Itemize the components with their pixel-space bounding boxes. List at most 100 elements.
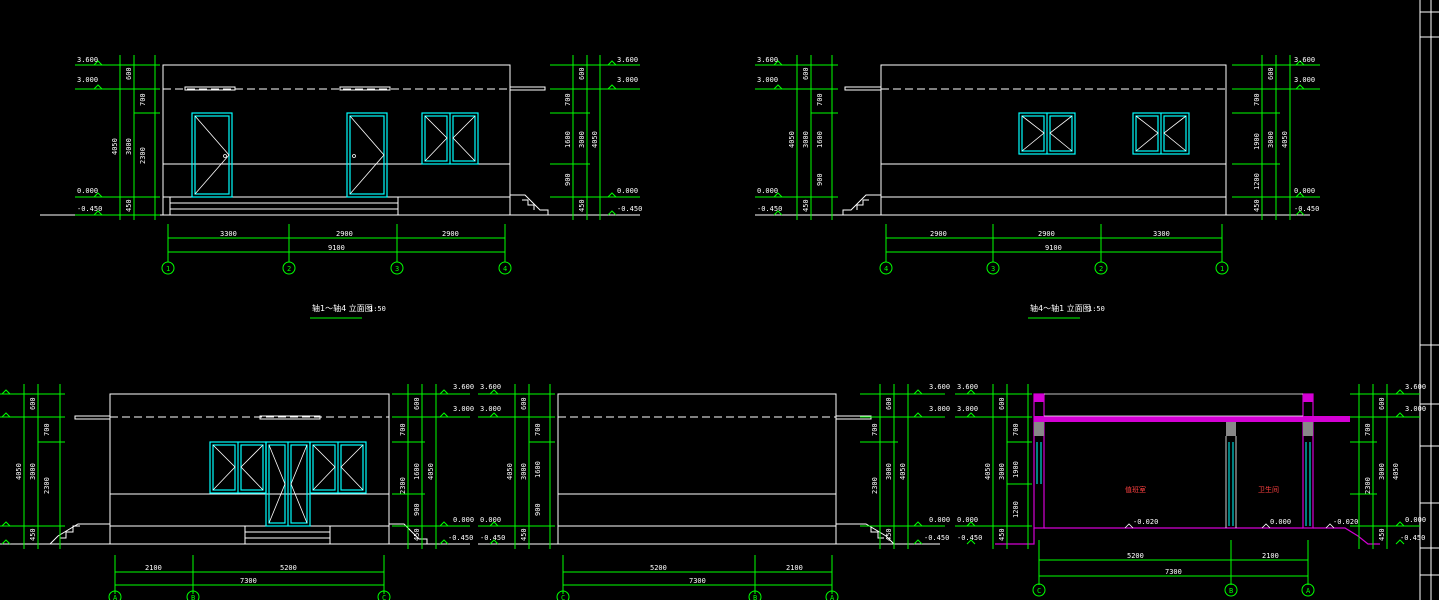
elev1-axis-bubble-1 xyxy=(161,261,175,275)
elev2-span-1: 2900 xyxy=(930,230,947,238)
elev1-dim-floor-r: 3000 xyxy=(578,131,586,148)
section-beam-right xyxy=(1303,422,1313,436)
elev4-axis-label-2: B xyxy=(753,594,757,600)
elev4-level-plinth-left: -0.450 xyxy=(480,534,505,542)
elev4-dim-plinth: 450 xyxy=(520,528,528,541)
elev1-level-top-right: 3.600 xyxy=(617,56,638,64)
elev4-dim-mid: 1600 xyxy=(534,461,542,478)
section-dim-base: 1200 xyxy=(1012,501,1020,518)
elev1-axis-bubble-3 xyxy=(390,261,404,275)
section-dim-parapet: 600 xyxy=(998,397,1006,410)
section-outside-level: -0.020 xyxy=(1333,518,1358,526)
elev3-dim-parapet: 600 xyxy=(29,397,37,410)
section-dim-upper-r: 700 xyxy=(1364,423,1372,436)
elev3-ramp xyxy=(49,523,110,545)
elev1-eave xyxy=(509,86,546,91)
elev2-title: 轴4～轴1 立面图 xyxy=(1030,303,1091,313)
section-floor-level-right: 0.000 xyxy=(1270,518,1291,526)
section-floor-level-left: -0.020 xyxy=(1133,518,1158,526)
elev2-dim-floor-r: 3000 xyxy=(1267,131,1275,148)
elev4-dim-floor-r: 3000 xyxy=(885,463,893,480)
elev3-axis-bubble-2 xyxy=(186,590,200,600)
elev1-ramp xyxy=(510,194,549,215)
section-axis-bubble-2 xyxy=(1224,583,1238,597)
elev3-dim-base-r: 900 xyxy=(413,503,421,516)
elev2-level-plinth-right: -0.450 xyxy=(1294,205,1319,213)
elev2-level-plinth-left: -0.450 xyxy=(757,205,782,213)
elev3-dim-parapet-r: 600 xyxy=(413,397,421,410)
elev3-dim-total-r: 4050 xyxy=(427,463,435,480)
elev2-dim-base: 900 xyxy=(816,173,824,186)
elev4-span-2: 2100 xyxy=(786,564,803,572)
section-room-left: 值班室 xyxy=(1125,485,1146,494)
section-axis-bubble-3 xyxy=(1301,583,1315,597)
section-level-ground-left: 0.000 xyxy=(957,516,978,524)
elev1-dim-floor: 3000 xyxy=(125,138,133,155)
elev2-eave xyxy=(844,86,882,91)
section-level-roof-right: 3.000 xyxy=(1405,405,1426,413)
elev3-dim-upper: 700 xyxy=(43,423,51,436)
section-dim-lower-r: 2300 xyxy=(1364,477,1372,494)
section-dim-upper: 700 xyxy=(1012,423,1020,436)
section-axis-label-3: A xyxy=(1306,587,1311,595)
elev1-level-ground-right: 0.000 xyxy=(617,187,638,195)
elev1-axis-label-2: 2 xyxy=(287,265,291,273)
section-parapet-left xyxy=(1034,394,1044,402)
section-room-right: 卫生间 xyxy=(1258,485,1279,494)
elev3-level-top-right: 3.600 xyxy=(453,383,474,391)
elevation-3: 600 700 2300 4050 3000 450 600 700 2300 … xyxy=(0,383,474,600)
section-dim-plinth-r: 450 xyxy=(1378,528,1386,541)
section-dim-total-r: 4050 xyxy=(1392,463,1400,480)
elev2-level-roof-left: 3.000 xyxy=(757,76,778,84)
elev1-dim-lower: 2300 xyxy=(139,147,147,164)
elev1-dim-upper: 700 xyxy=(139,93,147,106)
elev1-level-roof-left: 3.000 xyxy=(77,76,98,84)
elev1-level-roof-right: 3.000 xyxy=(617,76,638,84)
elev2-axis-bubble-4 xyxy=(1215,261,1229,275)
section-parapet-right xyxy=(1303,394,1313,402)
elev2-span-total: 9100 xyxy=(1045,244,1062,252)
section-dim-floor: 3000 xyxy=(998,463,1006,480)
elev2-level-top-left: 3.600 xyxy=(757,56,778,64)
elev2-axis-bubble-1 xyxy=(879,261,893,275)
elev2-dim-total: 4050 xyxy=(788,131,796,148)
elev1-span-3: 2900 xyxy=(442,230,459,238)
elev2-axis-label-4: 1 xyxy=(1220,265,1224,273)
elev4-dim-plinth-r: 450 xyxy=(885,528,893,541)
elev4-axis-label-1: C xyxy=(561,594,565,600)
elev1-level-plinth-left: -0.450 xyxy=(77,205,102,213)
elev1-dim-parapet: 600 xyxy=(125,67,133,80)
elev3-dim-upper-r: 700 xyxy=(399,423,407,436)
section-level-plinth-left: -0.450 xyxy=(957,534,982,542)
elev2-dim-upper-r: 700 xyxy=(1253,93,1261,106)
elev3-dim-plinth-r: 450 xyxy=(413,528,421,541)
section-level-plinth-right: -0.450 xyxy=(1400,534,1425,542)
elev2-dim-base-r: 1200 xyxy=(1253,173,1261,190)
elev1-door-2 xyxy=(346,112,388,198)
section-view: 值班室 卫生间 -0.020 0.000 -0.020 xyxy=(955,383,1426,597)
elev4-level-roof-left: 3.000 xyxy=(480,405,501,413)
elev1-span-total: 9100 xyxy=(328,244,345,252)
elev4-dim-parapet: 600 xyxy=(520,397,528,410)
elev2-axis-bubble-2 xyxy=(986,261,1000,275)
elev4-axis-bubble-2 xyxy=(748,590,762,600)
elev3-dim-lower: 2300 xyxy=(43,477,51,494)
elev3-span-total: 7300 xyxy=(240,577,257,585)
elev4-dim-lower-r: 2300 xyxy=(871,477,879,494)
elev1-title: 轴1～轴4 立面图 xyxy=(312,303,373,313)
elev1-canopy-1 xyxy=(184,86,236,91)
elev4-level-top-right: 3.600 xyxy=(929,383,950,391)
section-dim-total: 4050 xyxy=(984,463,992,480)
elev2-level-ground-right: 0.000 xyxy=(1294,187,1315,195)
elevation-4: 3.600 3.000 0.000 -0.450 3.600 3.000 0.0… xyxy=(478,383,950,600)
section-roof-slab xyxy=(1034,416,1350,422)
elev3-dim-lower-r: 2300 xyxy=(399,477,407,494)
elev4-dim-floor: 3000 xyxy=(520,463,528,480)
elev4-axis-label-3: A xyxy=(830,594,835,600)
elev2-dim-mid: 1600 xyxy=(816,131,824,148)
section-axis-label-1: C xyxy=(1037,587,1041,595)
section-span-1: 5200 xyxy=(1127,552,1144,560)
elev4-axis-bubble-3 xyxy=(825,590,839,600)
elev1-dim-plinth-r: 450 xyxy=(578,199,586,212)
